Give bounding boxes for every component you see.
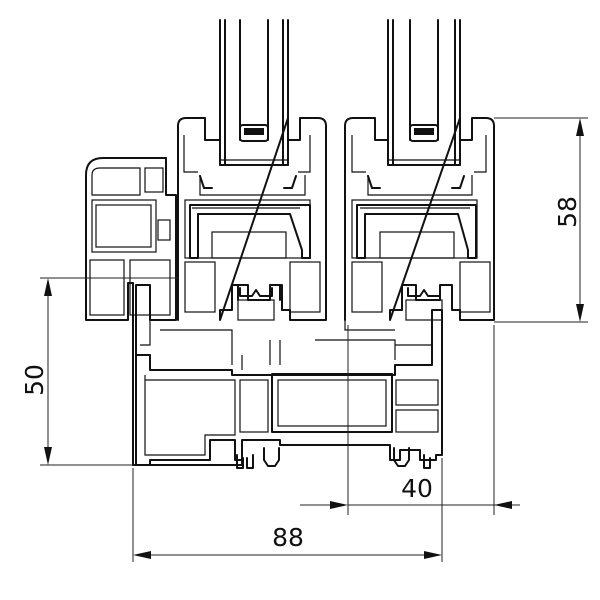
dimension-88: 88 [132,458,443,562]
dimension-88-label: 88 [272,523,304,552]
drain-clip-right [393,447,431,469]
right-sash-profile [344,117,495,331]
dimension-58-label: 58 [553,196,582,228]
drain-clip-left [236,447,280,469]
dimension-40: 40 [300,325,520,515]
dimension-58: 58 [494,117,588,323]
bottom-frame-body [135,300,443,466]
dimension-50: 50 [20,277,178,466]
right-glass-unit [387,19,461,166]
dimension-50-label: 50 [20,364,49,396]
left-glass-unit [219,19,289,166]
left-sash-profile [177,117,327,321]
outer-frame-profile [85,157,243,466]
dimension-40-label: 40 [401,474,433,503]
